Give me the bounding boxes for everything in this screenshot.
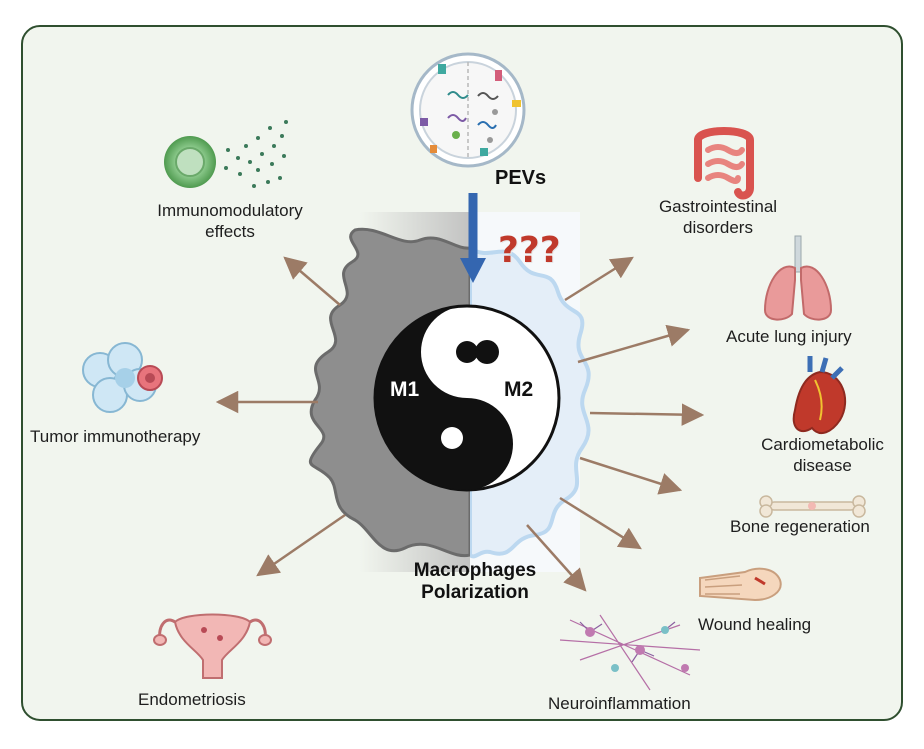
center-title-line2: Polarization (421, 582, 529, 603)
center-title: Macrophages Polarization (395, 560, 555, 604)
wound-label: Wound healing (698, 615, 812, 634)
arrow-to-neuro (526, 524, 587, 592)
cardio-line1: Cardiometabolic (761, 435, 884, 454)
center-title-line1: Macrophages (413, 560, 537, 581)
bone-label: Bone regeneration (730, 517, 870, 536)
gi-label: Gastrointestinal disorders (643, 196, 793, 238)
arrow-to-cardio (589, 403, 705, 426)
immunomodulatory-line1: Immunomodulatory (157, 201, 303, 220)
pev-arrowhead (460, 258, 486, 283)
arrow-to-wound (559, 496, 642, 550)
intestine-icon (694, 127, 754, 200)
pevs-label: PEVs (495, 167, 547, 189)
arrow-to-immunomodulatory (283, 256, 341, 306)
question-marks: ??? (498, 230, 561, 271)
hand-icon (699, 567, 782, 602)
lungs-icon (763, 235, 833, 321)
gi-line2: disorders (683, 218, 753, 237)
m2-label: M2 (504, 378, 534, 401)
cardio-line2: disease (793, 456, 852, 475)
arrow-to-lung (577, 324, 691, 364)
endometriosis-label: Endometriosis (138, 690, 246, 709)
tumor-label: Tumor immunotherapy (30, 427, 201, 446)
cardio-label: Cardiometabolic disease (745, 434, 900, 476)
m1-label: M1 (390, 378, 420, 401)
bone-icon (759, 495, 866, 518)
arrow-to-bone (579, 456, 683, 495)
vesicle-icon (410, 52, 526, 168)
yin-yang-symbol (373, 304, 561, 492)
immunomodulatory-label: Immunomodulatory effects (130, 200, 330, 242)
neuro-label: Neuroinflammation (548, 694, 691, 713)
arrow-to-gi (564, 256, 634, 302)
tumor-cells-icon (82, 342, 163, 413)
gi-line1: Gastrointestinal (658, 197, 778, 216)
neuron-network-icon (559, 614, 701, 691)
arrow-to-endometriosis (256, 513, 346, 577)
lung-label: Acute lung injury (726, 327, 852, 346)
heart-icon (792, 356, 847, 435)
immunomodulatory-line2: effects (205, 222, 255, 241)
immune-cell-icon (164, 120, 288, 188)
uterus-icon (153, 613, 272, 679)
outward-arrows (215, 256, 705, 592)
